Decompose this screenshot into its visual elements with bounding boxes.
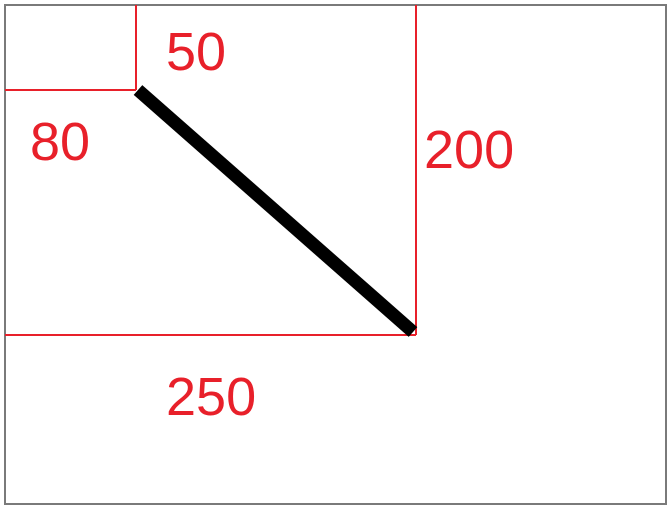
diagonal-segment [133,85,418,337]
label-top-offset: 50 [166,22,226,82]
label-width: 250 [166,367,256,427]
label-height: 200 [424,120,514,180]
canvas-frame [4,4,667,505]
label-left-offset: 80 [30,112,90,172]
